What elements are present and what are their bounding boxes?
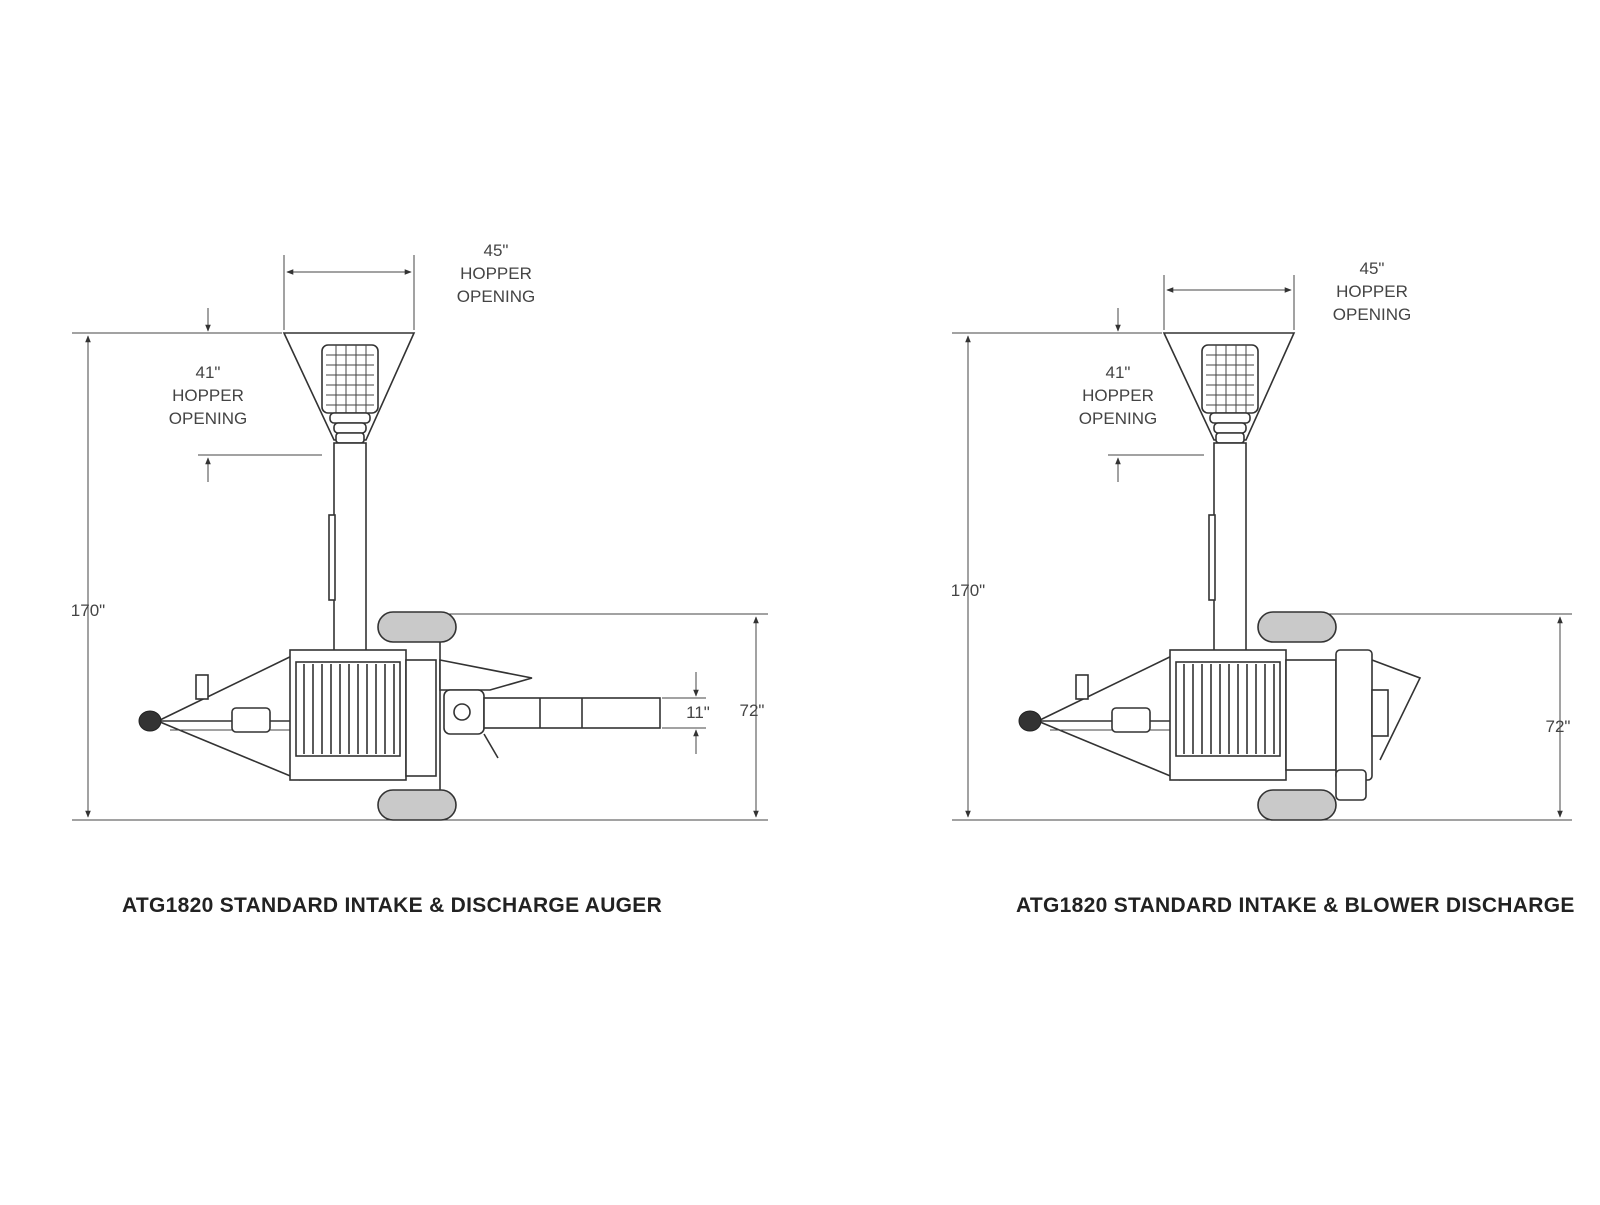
caption-auger: ATG1820 STANDARD INTAKE & DISCHARGE AUGE… [122,894,662,917]
grinder-body [289,630,441,810]
hopper [282,332,416,444]
blower-discharge [1285,649,1422,801]
auger-diameter-label: 11" [686,703,710,722]
hopper-depth-label-2-blower: OPENING [1079,409,1157,428]
discharge-auger [439,659,661,759]
auger-drawing: 170" 45" HOPPER OPENING 41" HOPPER OPENI… [71,241,768,917]
overall-height-label: 170" [71,601,105,620]
hopper-width-label-2: OPENING [457,287,535,306]
hopper-width-value: 45" [484,241,509,260]
hopper-width-label: HOPPER [460,264,532,283]
intake-tube-blower [1213,442,1247,664]
hopper-depth-value-blower: 41" [1106,363,1131,382]
intake-tube [333,442,367,664]
hopper-blower [1162,332,1296,444]
trailer-frame-blower [1018,651,1181,781]
overall-height-label-blower: 170" [951,581,985,600]
caption-blower: ATG1820 STANDARD INTAKE & BLOWER DISCHAR… [1016,894,1575,917]
hopper-depth-value: 41" [196,363,221,382]
hopper-depth-label-blower: HOPPER [1082,386,1154,405]
wheel-top-blower [1257,611,1337,643]
hopper-depth-label: HOPPER [172,386,244,405]
trailer-frame [138,651,301,781]
hopper-width-value-blower: 45" [1360,259,1385,278]
hitch-coupler-blower [1018,710,1042,732]
hopper-width-label-blower: HOPPER [1336,282,1408,301]
wheel-bottom [377,789,457,821]
wheel-height-label: 72" [740,701,765,720]
hopper-depth-label-2: OPENING [169,409,247,428]
blower-drawing: 170" 45" HOPPER OPENING 41" HOPPER OPENI… [951,259,1575,917]
wheel-bottom-blower [1257,789,1337,821]
grinder-body-blower [1169,649,1287,781]
hitch-coupler [138,710,162,732]
wheel-top [377,611,457,643]
hopper-width-label-2-blower: OPENING [1333,305,1411,324]
wheel-height-label-blower: 72" [1546,717,1571,736]
